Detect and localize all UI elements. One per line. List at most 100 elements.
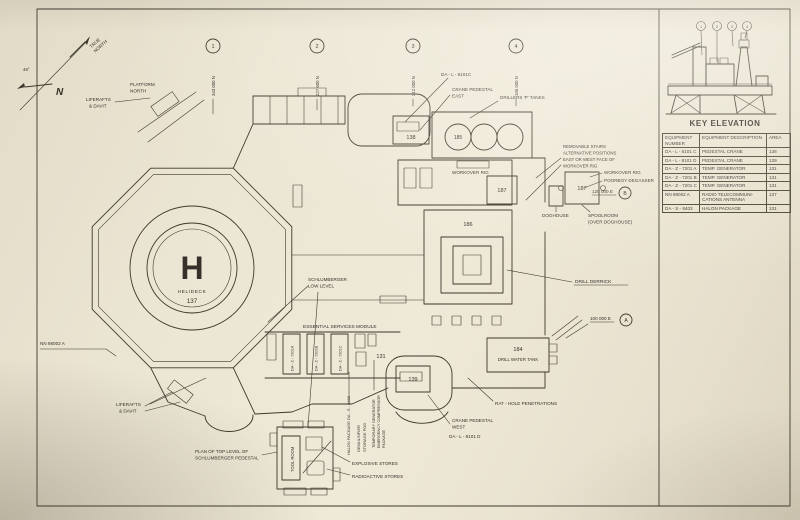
crane-pedestal-west-line2: WEST (452, 425, 465, 430)
helideck-h-marking: H (180, 250, 203, 286)
leader-lines (39, 77, 603, 476)
nn98002a-label: NN 98002 A (40, 341, 66, 346)
equipment-description-cell: PEDESTAL CRANE (699, 155, 767, 165)
compass-rose: N TRUE NORTH PLATFORM NORTH 46° (17, 36, 155, 111)
essential-services-module-label: ESSENTIAL SERVICES MODULE (303, 324, 377, 330)
grid-column-2-northing: 227 600 N (315, 76, 320, 96)
grid-column-4: 4 186 500 N (508, 38, 524, 107)
sheet-frame (36, 8, 791, 507)
equipment-table: EQUIPMENT NUMBER EQUIPMENT DESCRIPTION A… (662, 133, 791, 213)
removable-stairs-line1: REMOVABLE STAIRS (563, 144, 606, 149)
easting-ref-a: A (624, 318, 628, 324)
equipment-description-cell: HALON PACKAGE (699, 203, 767, 213)
temp-generator-label-line2: EMERGENCY COMPRESSOR (377, 395, 381, 448)
crane-pedestal-east-line2: EAST (452, 94, 464, 99)
area-cell: 137 (766, 189, 791, 205)
grid-column-markers: 1 343 000 N 2 227 600 N 3 212 000 N 4 18… (205, 38, 524, 115)
grid-column-4-northing: 186 500 N (514, 76, 519, 96)
table-row: DA - Z - 7201 C TEMP. GENERATOR 131 (662, 181, 791, 191)
unit-da-z-7201a: DA - Z - 7201A (291, 345, 295, 371)
plan-labels: LIFERAFTS & DAVIT NN 98002 A LIFERAFTS &… (40, 72, 655, 479)
explosive-stores-label: EXPLOSIVE STORES (352, 461, 398, 466)
plan-top-level-line2: SCHLUMBERGER PEDESTAL (195, 456, 259, 461)
key-elevation-title: KEY ELEVATION (689, 119, 761, 128)
block-185: 185 (454, 135, 463, 141)
area-cell: 131 (766, 181, 791, 191)
area-cell: 138 (766, 147, 791, 157)
key-marker-3: 3 (731, 25, 733, 29)
temp-generator-label-line3: PACKAGE (382, 429, 386, 448)
key-elevation-sketch: 1 2 3 4 (665, 21, 777, 115)
equipment-table-container: EQUIPMENT NUMBER EQUIPMENT DESCRIPTION A… (662, 133, 791, 213)
equipment-number-cell: DA - Z - 7201 A (662, 164, 700, 174)
area-cell: 131 (766, 203, 791, 213)
block-186: 186 (463, 222, 472, 228)
equipment-description-cell: PEDESTAL CRANE (699, 147, 767, 157)
key-marker-4: 4 (746, 25, 748, 29)
equipment-description-cell: TEMP. GENERATOR (699, 164, 767, 174)
temp-generator-label-line1: TEMPORARY GENERATOR (372, 399, 376, 448)
easting-100000-label: 100 000 E (590, 316, 611, 321)
helideck-name-label: HELIDECK (178, 289, 207, 295)
area-cell: 131 (766, 172, 791, 182)
table-row: DA - L - 8101 C PEDESTAL CRANE 138 (662, 147, 791, 157)
liferafts-davit-top-line1: LIFERAFTS (86, 97, 111, 102)
vertical-package-labels: HALON PACKAGE DA - S - 8403 DEMULSIFIER … (346, 395, 386, 455)
grid-column-4-number: 4 (514, 44, 517, 50)
key-marker-1: 1 (700, 25, 702, 29)
plan-top-level-line1: PLAN OF TOP LEVEL OF (195, 449, 248, 454)
area-cell: 139 (766, 155, 791, 165)
block-184: 184 (513, 347, 522, 353)
block-139: 139 (408, 377, 417, 383)
doghouse-label: DOGHOUSE (542, 213, 569, 218)
workover-rig-box-label: WORKOVER RIG (452, 170, 489, 175)
helideck: H HELIDECK 137 (91, 167, 293, 369)
drillers-p-tanks-label: DRILLERS 'P' TANKS (500, 95, 545, 100)
crane-pedestal-west-line1: CRANE PEDESTAL (452, 418, 493, 423)
equipment-number-cell: DA - S - 8403 (662, 203, 700, 213)
liferafts-davit-top-line2: & DAVIT (89, 104, 107, 109)
platform-north-label-line1: PLATFORM (130, 82, 155, 87)
compass-angle-label: 46° (23, 67, 30, 72)
drill-derrick-label: DRILL DERRICK (575, 279, 612, 285)
equipment-number-cell: NN 98002 A (662, 189, 700, 205)
equipment-description-cell: TEMP. GENERATOR (699, 172, 767, 182)
rat-hole-penetrations-label: RAT - HOLE PENETRATIONS (495, 401, 557, 406)
table-row: DA - Z - 7201 A TEMP. GENERATOR 131 (662, 164, 791, 174)
halon-package-label: HALON PACKAGE DA - S - 8403 (346, 395, 351, 455)
grid-column-3: 3 212 000 N (405, 38, 421, 107)
equipment-number-cell: DA - Z - 7201 B (662, 172, 700, 182)
equipment-description-header: EQUIPMENT DESCRIPTION (699, 133, 767, 148)
workover-rig-label: WORKOVER RIG (604, 170, 641, 175)
table-row: DA - S - 8403 HALON PACKAGE 131 (662, 203, 791, 213)
unit-da-z-7201c: DA - Z - 7201C (339, 345, 343, 371)
demulsifier-label-line2: STORAGE POD (362, 423, 367, 452)
compass-n-label: N (56, 87, 64, 98)
equipment-description-cell: TEMP. GENERATOR (699, 181, 767, 191)
platform-north-label-line2: NORTH (130, 89, 146, 94)
radioactive-stores-label: RADIOACTIVE STORES (352, 474, 403, 479)
poorboy-degasser-label: POORBOY DEGASSER (604, 178, 655, 183)
block-187-spoolroom: 187 (577, 186, 586, 192)
da-l-8101d-label: DA - L - 8101 D (449, 434, 481, 439)
table-row: DA - Z - 7201 B TEMP. GENERATOR 131 (662, 172, 791, 182)
grid-column-3-number: 3 (411, 44, 414, 50)
area-header: AREA (766, 133, 791, 148)
spoolroom-label-line2: (OVER DOGHOUSE) (588, 220, 633, 225)
demulsifier-label-line1: DEMULSIFIER (356, 425, 361, 452)
grid-column-1: 1 343 000 N (205, 38, 221, 115)
grid-column-2-number: 2 (315, 44, 318, 50)
drill-water-tank-label: DRILL WATER TANK (498, 357, 539, 362)
unit-da-z-7201b: DA - Z - 7201B (315, 345, 319, 371)
grid-column-2: 2 227 600 N (309, 38, 325, 111)
grid-column-1-number: 1 (211, 44, 214, 50)
table-row: DA - L - 8101 D PEDESTAL CRANE 139 (662, 155, 791, 165)
tool-room-label: TOOL ROOM (290, 446, 295, 472)
easting-ref-b: B (623, 191, 627, 197)
removable-stairs-line2: ALTERNATIVE POSITIONS (563, 151, 616, 156)
equipment-description-cell: RADIO TELECOMMUNI- CATIONS ANTENNA (699, 189, 767, 205)
block-131: 131 (376, 354, 385, 360)
crane-pedestal-east-line1: CRANE PEDESTAL (452, 87, 493, 92)
esm-unit-labels: DA - Z - 7201A DA - Z - 7201B DA - Z - 7… (291, 345, 343, 371)
